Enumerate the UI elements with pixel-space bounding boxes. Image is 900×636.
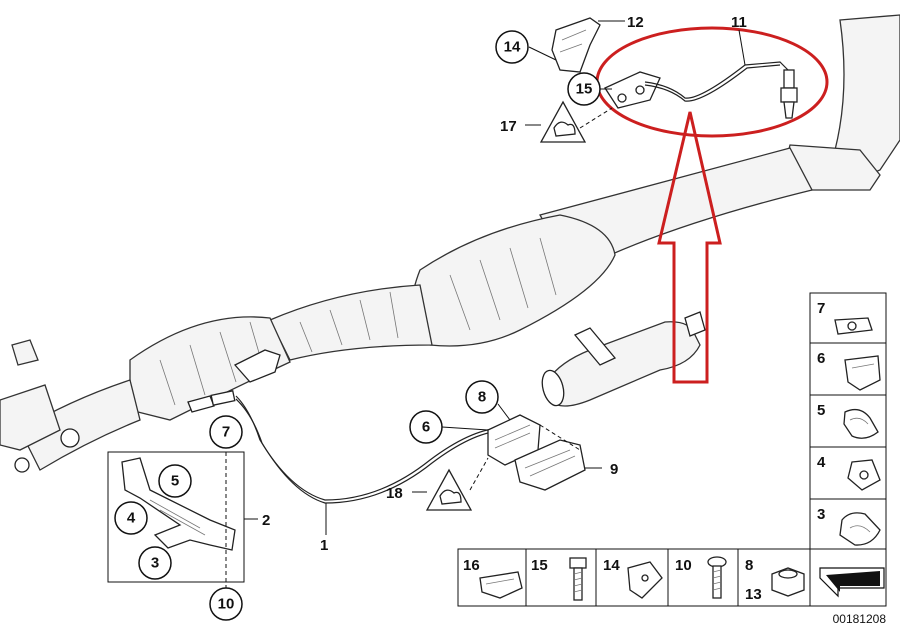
- highlight-arrow: [657, 111, 722, 384]
- svg-text:8: 8: [745, 557, 753, 574]
- label-17: 17: [500, 118, 517, 135]
- legend-item-15: 15: [531, 557, 587, 601]
- svg-text:14: 14: [603, 557, 620, 574]
- legend-item-14: 14: [603, 557, 663, 599]
- callout-10: 10: [209, 587, 243, 621]
- svg-text:4: 4: [127, 510, 136, 527]
- legend-item-8-13: 8 13: [745, 557, 805, 603]
- svg-text:6: 6: [817, 350, 825, 367]
- label-11: 11: [731, 14, 747, 31]
- callout-3: 3: [138, 546, 172, 580]
- oxygen-sensor-rear: [644, 61, 798, 119]
- label-1: 1: [320, 537, 328, 554]
- callout-7: 7: [209, 415, 243, 449]
- svg-text:16: 16: [463, 557, 480, 574]
- label-2: 2: [262, 512, 270, 529]
- legend-item-10: 10: [675, 556, 727, 599]
- svg-text:6: 6: [422, 419, 430, 436]
- svg-text:8: 8: [478, 389, 486, 406]
- svg-text:15: 15: [531, 557, 548, 574]
- direction-arrow-icon: [819, 567, 885, 598]
- svg-text:7: 7: [817, 300, 825, 317]
- svg-text:13: 13: [745, 586, 762, 603]
- callout-8: 8: [465, 380, 499, 414]
- callout-6: 6: [409, 410, 443, 444]
- legend-item-6: 6: [817, 350, 881, 391]
- oxygen-sensor-front: [187, 390, 501, 504]
- diagram-id: 00181208: [833, 612, 887, 626]
- bracket-box: [107, 451, 245, 583]
- label-12: 12: [627, 14, 644, 31]
- svg-text:14: 14: [504, 39, 521, 56]
- legend-row: 16 15 14 10 8 13: [457, 548, 887, 607]
- warning-triangle-17: [539, 100, 587, 143]
- label-9: 9: [610, 461, 618, 478]
- callout-14: 14: [495, 30, 529, 64]
- svg-text:3: 3: [151, 555, 159, 572]
- upper-bracket: [551, 17, 661, 109]
- svg-text:3: 3: [817, 506, 825, 523]
- legend-item-3: 3: [817, 506, 881, 546]
- svg-text:10: 10: [218, 596, 235, 613]
- legend-column: 7 6 5 4 3: [809, 292, 887, 550]
- warning-triangle-18: [425, 468, 473, 511]
- svg-text:5: 5: [817, 402, 825, 419]
- legend-item-5: 5: [817, 402, 879, 439]
- callout-5: 5: [158, 464, 192, 498]
- legend-item-16: 16: [463, 557, 523, 599]
- leader-lines: [225, 20, 746, 588]
- callout-15: 15: [567, 72, 601, 106]
- legend-item-4: 4: [817, 454, 881, 491]
- svg-text:4: 4: [817, 454, 826, 471]
- svg-text:7: 7: [222, 424, 230, 441]
- label-18: 18: [386, 485, 403, 502]
- exhaust-system: [0, 14, 900, 473]
- svg-text:5: 5: [171, 473, 179, 490]
- svg-text:15: 15: [576, 81, 593, 98]
- callout-4: 4: [114, 501, 148, 535]
- svg-text:10: 10: [675, 557, 692, 574]
- legend-item-7: 7: [817, 300, 873, 335]
- filter-canister: [514, 311, 706, 491]
